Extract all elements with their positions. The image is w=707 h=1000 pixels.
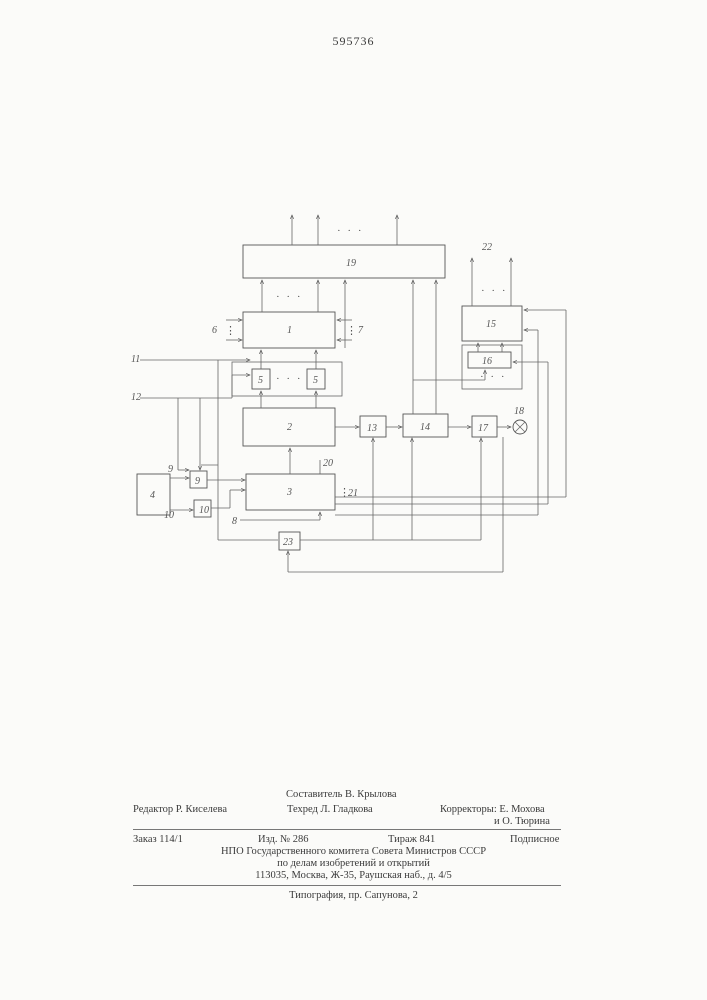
vdots: ⋮ (346, 325, 359, 337)
label-4: 4 (150, 490, 155, 501)
circulation: Тираж 841 (388, 834, 435, 846)
label-19: 19 (346, 258, 356, 269)
label-1: 1 (287, 325, 292, 336)
compiler: Составитель В. Крылова (286, 789, 397, 801)
label-10-block: 10 (199, 505, 209, 516)
label-13: 13 (367, 423, 377, 434)
block-diagram: 19 · · · 1 · · · 6 ⋮ 7 ⋮ 5 5 · · · 2 11 … (0, 0, 707, 620)
label-22: 22 (482, 242, 492, 253)
block-19 (243, 245, 445, 278)
printer: Типография, пр. Сапунова, 2 (0, 890, 707, 902)
divider (133, 885, 561, 886)
label-23: 23 (283, 537, 293, 548)
label-10: 10 (164, 510, 174, 521)
techred: Техред Л. Гладкова (287, 804, 373, 816)
publisher-line-2: по делам изобретений и открытий (0, 858, 707, 870)
label-12: 12 (131, 392, 141, 403)
ellipsis: · · · (276, 373, 303, 385)
correctors-line-2: и О. Тюрина (494, 816, 550, 828)
label-8: 8 (232, 516, 237, 527)
label-11: 11 (131, 354, 140, 365)
label-17: 17 (478, 423, 489, 434)
label-20: 20 (323, 458, 333, 469)
label-18: 18 (514, 406, 524, 417)
label-5a: 5 (258, 375, 263, 386)
label-2: 2 (287, 422, 292, 433)
label-5b: 5 (313, 375, 318, 386)
edition: Изд. № 286 (258, 834, 309, 846)
publisher-line-3: 113035, Москва, Ж-35, Раушская наб., д. … (0, 870, 707, 882)
label-9: 9 (168, 464, 173, 475)
publisher-line-1: НПО Государственного комитета Совета Мин… (0, 846, 707, 858)
label-9-block: 9 (195, 476, 200, 487)
subscription: Подписное (510, 834, 559, 846)
label-15: 15 (486, 319, 496, 330)
order: Заказ 114/1 (133, 834, 183, 846)
label-14: 14 (420, 422, 430, 433)
ellipsis: · · · (276, 291, 303, 303)
divider (133, 829, 561, 830)
ellipsis: · · · (481, 285, 508, 297)
editor: Редактор Р. Киселева (133, 804, 227, 816)
label-6: 6 (212, 325, 217, 336)
label-16: 16 (482, 356, 492, 367)
vdots: ⋮ (225, 325, 238, 337)
correctors-line-1: Корректоры: Е. Мохова (440, 804, 545, 816)
ellipsis: · · · (337, 225, 364, 237)
ellipsis: · · · (480, 371, 507, 383)
label-3: 3 (286, 487, 292, 498)
